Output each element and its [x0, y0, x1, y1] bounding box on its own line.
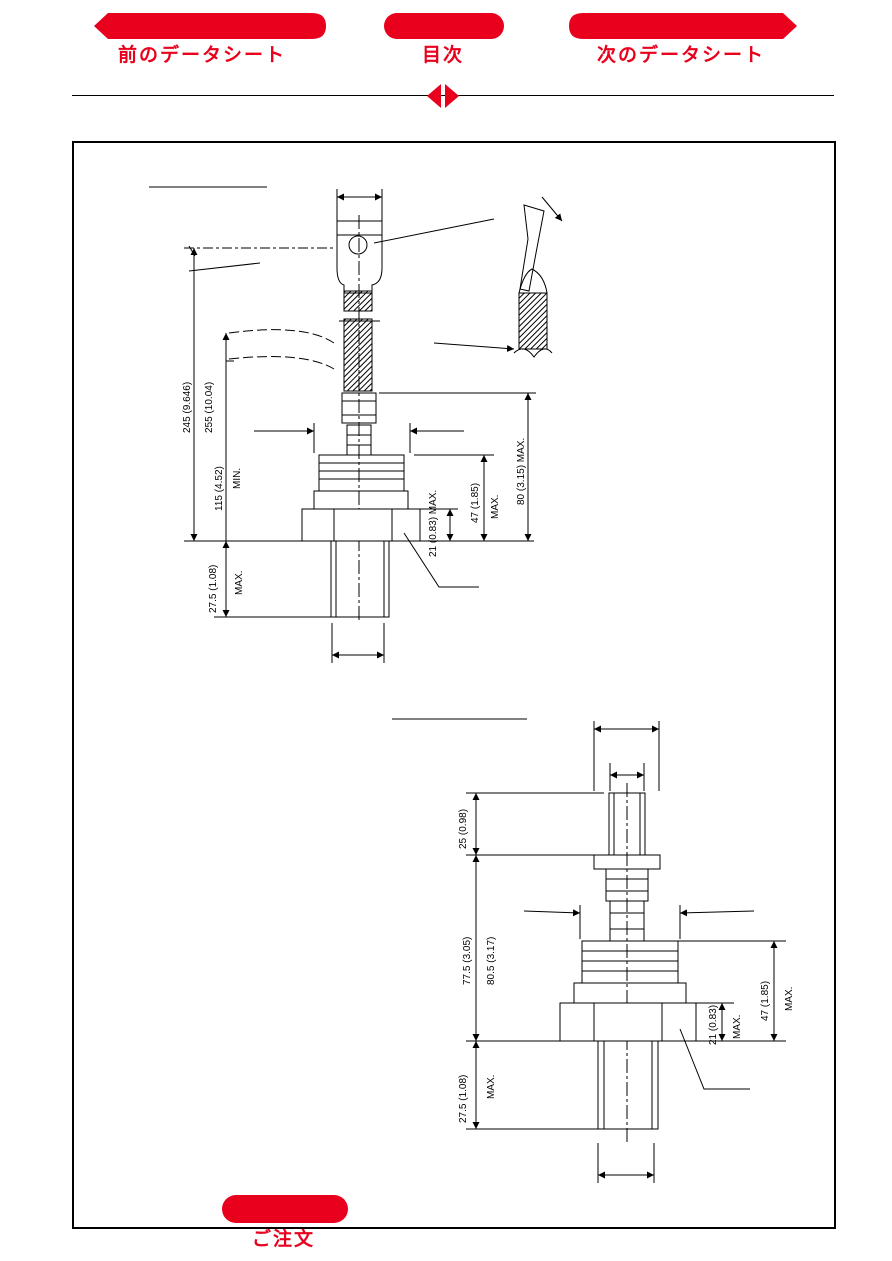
dim-body-775: 77.5 (3.05) [462, 937, 473, 985]
bottom-view-dims: 25 (0.98) 77.5 (3.05) 80.5 (3.17) 27.5 (… [458, 809, 795, 1123]
order-button[interactable]: ご注文 [220, 1192, 350, 1252]
nav-arrows-icon [427, 84, 459, 108]
dim-height-80: 80 (3.15) MAX. [516, 438, 527, 505]
outline-drawing: 245 (9.646) 255 (10.04) 115 (4.52) MIN. … [149, 186, 795, 1183]
dim-min-length: 115 (4.52) [214, 466, 225, 511]
dim-stud-length-bottom: 27.5 (1.08) [458, 1075, 469, 1123]
next-datasheet-label: 次のデータシート [597, 44, 766, 66]
bottom-view [392, 718, 786, 1183]
dim-lead-length: 255 (10.04) [204, 382, 215, 433]
dim-height-21: 21 (0.83) MAX. [428, 490, 439, 557]
prev-datasheet-label: 前のデータシート [118, 44, 287, 66]
prev-datasheet-pill [94, 13, 326, 39]
dim-overall-length: 245 (9.646) [182, 382, 193, 433]
outline-drawing-frame: 245 (9.646) 255 (10.04) 115 (4.52) MIN. … [72, 141, 836, 1229]
top-view [149, 186, 563, 663]
dim-body-805: 80.5 (3.17) [486, 937, 497, 985]
order-pill [222, 1195, 348, 1223]
next-datasheet-button[interactable]: 次のデータシート [565, 10, 801, 68]
dim-min-suffix: MIN. [232, 468, 243, 489]
toc-pill [384, 13, 504, 39]
dim-height-47-bottom: 47 (1.85) [760, 981, 771, 1021]
dim-height-47: 47 (1.85) [470, 483, 481, 523]
dim-stud-length: 27.5 (1.08) [208, 565, 219, 613]
dim-stud-suffix-bottom: MAX. [486, 1075, 497, 1099]
top-view-dims: 245 (9.646) 255 (10.04) 115 (4.52) MIN. … [182, 382, 527, 613]
prev-datasheet-button[interactable]: 前のデータシート [90, 10, 330, 68]
order-label: ご注文 [252, 1228, 316, 1250]
dim-height-47-suffix-bottom: MAX. [784, 987, 795, 1011]
toc-label: 目次 [422, 44, 465, 66]
dim-height-47-suffix: MAX. [490, 495, 501, 519]
dim-height-21-bottom: 21 (0.83) [708, 1005, 719, 1045]
dim-height-21-suffix-bottom: MAX. [732, 1015, 743, 1039]
next-datasheet-pill [569, 13, 797, 39]
dim-stud-suffix: MAX. [234, 571, 245, 595]
toc-button[interactable]: 目次 [382, 10, 506, 68]
dim-top-stud: 25 (0.98) [458, 809, 469, 849]
